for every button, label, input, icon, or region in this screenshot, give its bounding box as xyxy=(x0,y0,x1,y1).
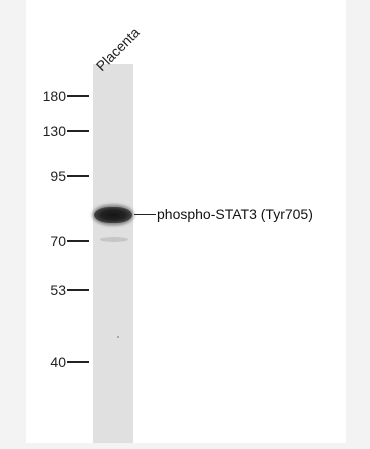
marker-53: 53 xyxy=(0,282,92,298)
gel-lane xyxy=(93,64,133,443)
marker-130: 130 xyxy=(0,123,92,139)
marker-70: 70 xyxy=(0,233,92,249)
marker-label: 95 xyxy=(50,168,66,184)
marker-label: 180 xyxy=(42,88,66,104)
marker-label: 130 xyxy=(42,123,66,139)
protein-band xyxy=(94,207,132,223)
blot-panel xyxy=(26,0,346,443)
marker-tick xyxy=(67,361,89,363)
marker-label: 40 xyxy=(50,354,66,370)
marker-tick xyxy=(67,95,89,97)
marker-tick xyxy=(67,175,89,177)
marker-tick xyxy=(67,130,89,132)
marker-tick xyxy=(67,289,89,291)
marker-label: 70 xyxy=(50,233,66,249)
marker-tick xyxy=(67,240,89,242)
background-speck xyxy=(117,336,119,338)
marker-95: 95 xyxy=(0,168,92,184)
faint-band xyxy=(100,237,128,242)
marker-label: 53 xyxy=(50,282,66,298)
marker-40: 40 xyxy=(0,354,92,370)
band-callout-line xyxy=(134,214,156,215)
band-label: phospho-STAT3 (Tyr705) xyxy=(157,206,313,222)
marker-180: 180 xyxy=(0,88,92,104)
